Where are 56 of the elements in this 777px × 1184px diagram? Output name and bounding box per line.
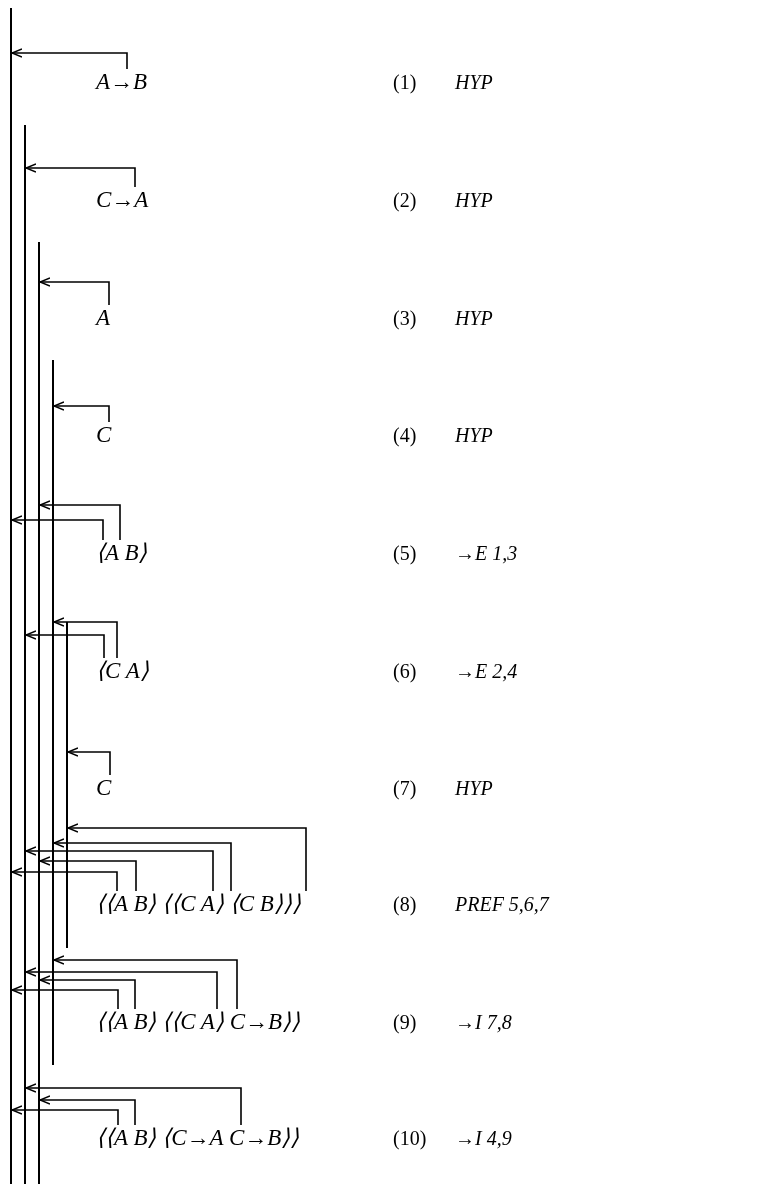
arrow <box>25 1083 242 1126</box>
rule-justification: →I 7,8 <box>455 1010 512 1035</box>
arrow <box>11 515 104 541</box>
arrow <box>53 838 232 892</box>
line-number: (8) <box>393 892 417 917</box>
arrow <box>39 856 137 892</box>
arrow <box>25 967 218 1010</box>
rule-justification: →E 1,3 <box>455 541 518 566</box>
arrow <box>53 401 110 423</box>
arrow <box>67 747 111 776</box>
arrow <box>53 617 118 659</box>
line-number: (3) <box>393 306 417 331</box>
rule-justification: HYP <box>455 188 493 213</box>
arrow <box>39 277 110 306</box>
rule-justification: HYP <box>455 776 493 801</box>
formula: ⟨⟨A B⟩ ⟨C→A C→B⟩⟩ <box>96 1125 300 1151</box>
arrow <box>39 500 121 541</box>
arrow <box>11 985 119 1010</box>
rule-justification: HYP <box>455 423 493 448</box>
formula: A <box>96 305 111 331</box>
scope-line <box>52 360 54 1065</box>
arrow <box>39 1095 136 1126</box>
scope-line <box>10 8 12 1184</box>
rule-justification: →E 2,4 <box>455 659 518 684</box>
line-number: (6) <box>393 659 417 684</box>
rule-justification: HYP <box>455 70 493 95</box>
scope-line <box>66 622 68 948</box>
rule-justification: HYP <box>455 306 493 331</box>
arrow <box>25 846 214 892</box>
line-number: (4) <box>393 423 417 448</box>
formula: C <box>96 422 112 448</box>
line-number: (5) <box>393 541 417 566</box>
formula: ⟨⟨A B⟩ ⟨⟨C A⟩ C→B⟩⟩ <box>96 1009 301 1035</box>
formula: C→A <box>96 187 149 213</box>
arrow <box>11 48 128 70</box>
formula: A→B <box>96 69 148 95</box>
scope-line <box>24 125 26 1184</box>
arrow <box>25 163 136 188</box>
arrow <box>11 1105 119 1126</box>
formula: ⟨C A⟩ <box>96 658 149 684</box>
line-number: (7) <box>393 776 417 801</box>
line-number: (10) <box>393 1126 427 1151</box>
formula: C <box>96 775 112 801</box>
arrow <box>39 975 136 1010</box>
arrow <box>53 955 238 1010</box>
rule-justification: PREF 5,6,7 <box>455 892 549 917</box>
scope-line <box>38 242 40 1184</box>
arrow <box>67 823 307 892</box>
line-number: (9) <box>393 1010 417 1035</box>
formula: ⟨⟨A B⟩ ⟨⟨C A⟩ ⟨C B⟩⟩⟩ <box>96 891 301 917</box>
arrow <box>11 867 118 892</box>
rule-justification: →I 4,9 <box>455 1126 512 1151</box>
arrow <box>25 630 105 659</box>
line-number: (2) <box>393 188 417 213</box>
formula: ⟨A B⟩ <box>96 540 148 566</box>
line-number: (1) <box>393 70 417 95</box>
